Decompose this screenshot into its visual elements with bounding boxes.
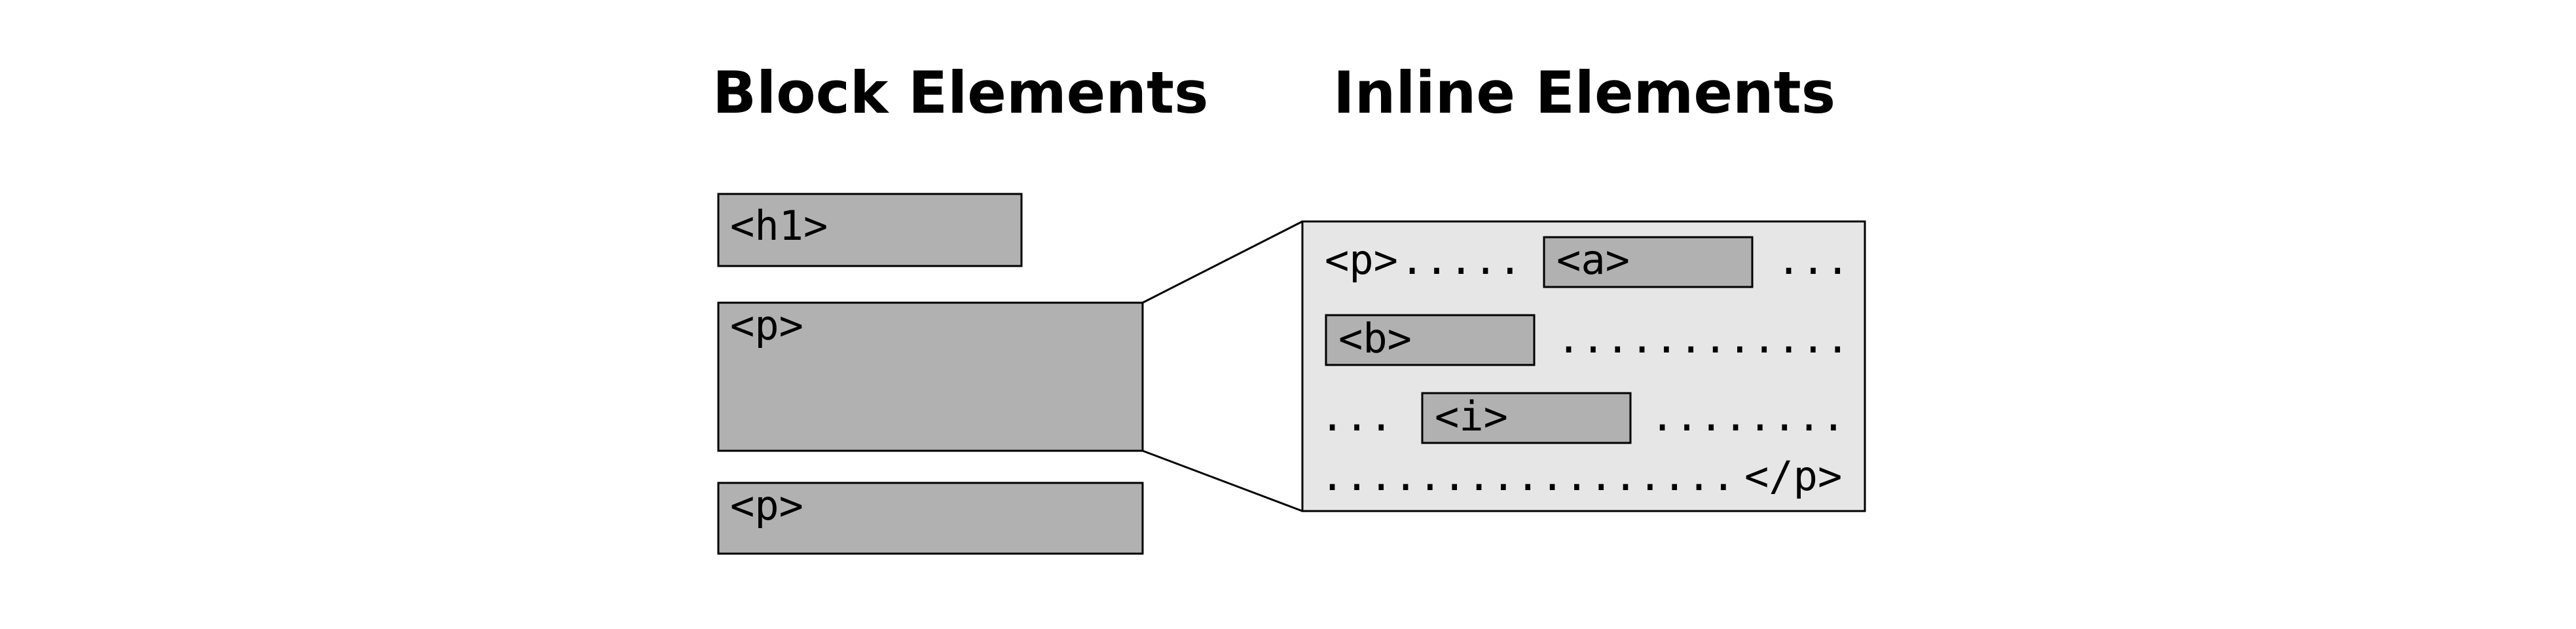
inline-a-label: <a>: [1556, 236, 1630, 284]
inline-i-label: <i>: [1435, 392, 1508, 440]
inline-a-box: [1543, 236, 1754, 288]
zoom-connector-bottom: [1142, 449, 1303, 512]
inline-elements-heading: Inline Elements: [1333, 59, 1835, 126]
inline-b-box: [1325, 314, 1536, 366]
block-h1-box: [717, 193, 1023, 267]
inline-dots: .....: [1400, 236, 1522, 284]
inline-dots: .................: [1320, 452, 1736, 500]
block-p-box-expanded: [717, 301, 1144, 452]
inline-close-p-tag: </p>: [1744, 452, 1842, 500]
inline-open-p-tag: <p>: [1325, 236, 1398, 284]
inline-dots: ...: [1776, 236, 1850, 284]
inline-b-label: <b>: [1338, 314, 1412, 362]
block-h1-label: <h1>: [730, 202, 828, 250]
inline-dots: ............: [1556, 314, 1850, 362]
block-p-box-second: [717, 482, 1144, 555]
inline-dots: ...: [1320, 392, 1393, 440]
inline-i-box: [1421, 392, 1632, 444]
block-elements-column: <h1> <p> <p>: [717, 193, 1144, 555]
inline-dots: ........: [1650, 392, 1846, 440]
block-p-label: <p>: [730, 301, 803, 349]
block-elements-heading: Block Elements: [712, 59, 1208, 126]
block-p-label-second: <p>: [730, 482, 803, 529]
zoom-connector-top: [1142, 220, 1303, 304]
inline-elements-box: <p> ..... <a> ... <b> ............ ... <…: [1301, 220, 1866, 512]
